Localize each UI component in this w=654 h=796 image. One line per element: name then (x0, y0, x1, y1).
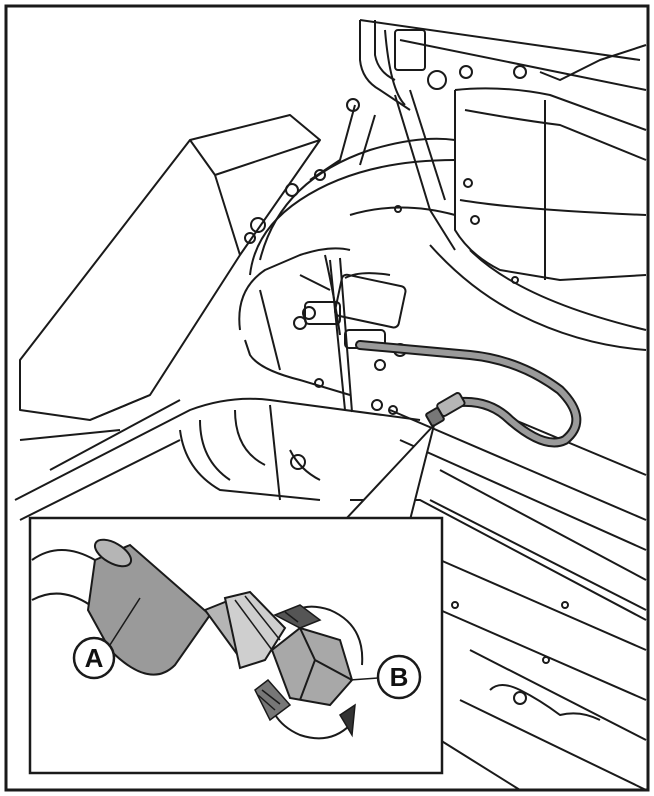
figure-border (4, 4, 650, 792)
callout-b: B (376, 654, 422, 700)
callout-a-label: A (85, 643, 104, 673)
callout-a: A (72, 636, 116, 680)
hose-line (355, 340, 582, 448)
machine-drawing (14, 19, 647, 791)
inset-leader (342, 424, 435, 521)
callout-b-label: B (390, 662, 409, 692)
